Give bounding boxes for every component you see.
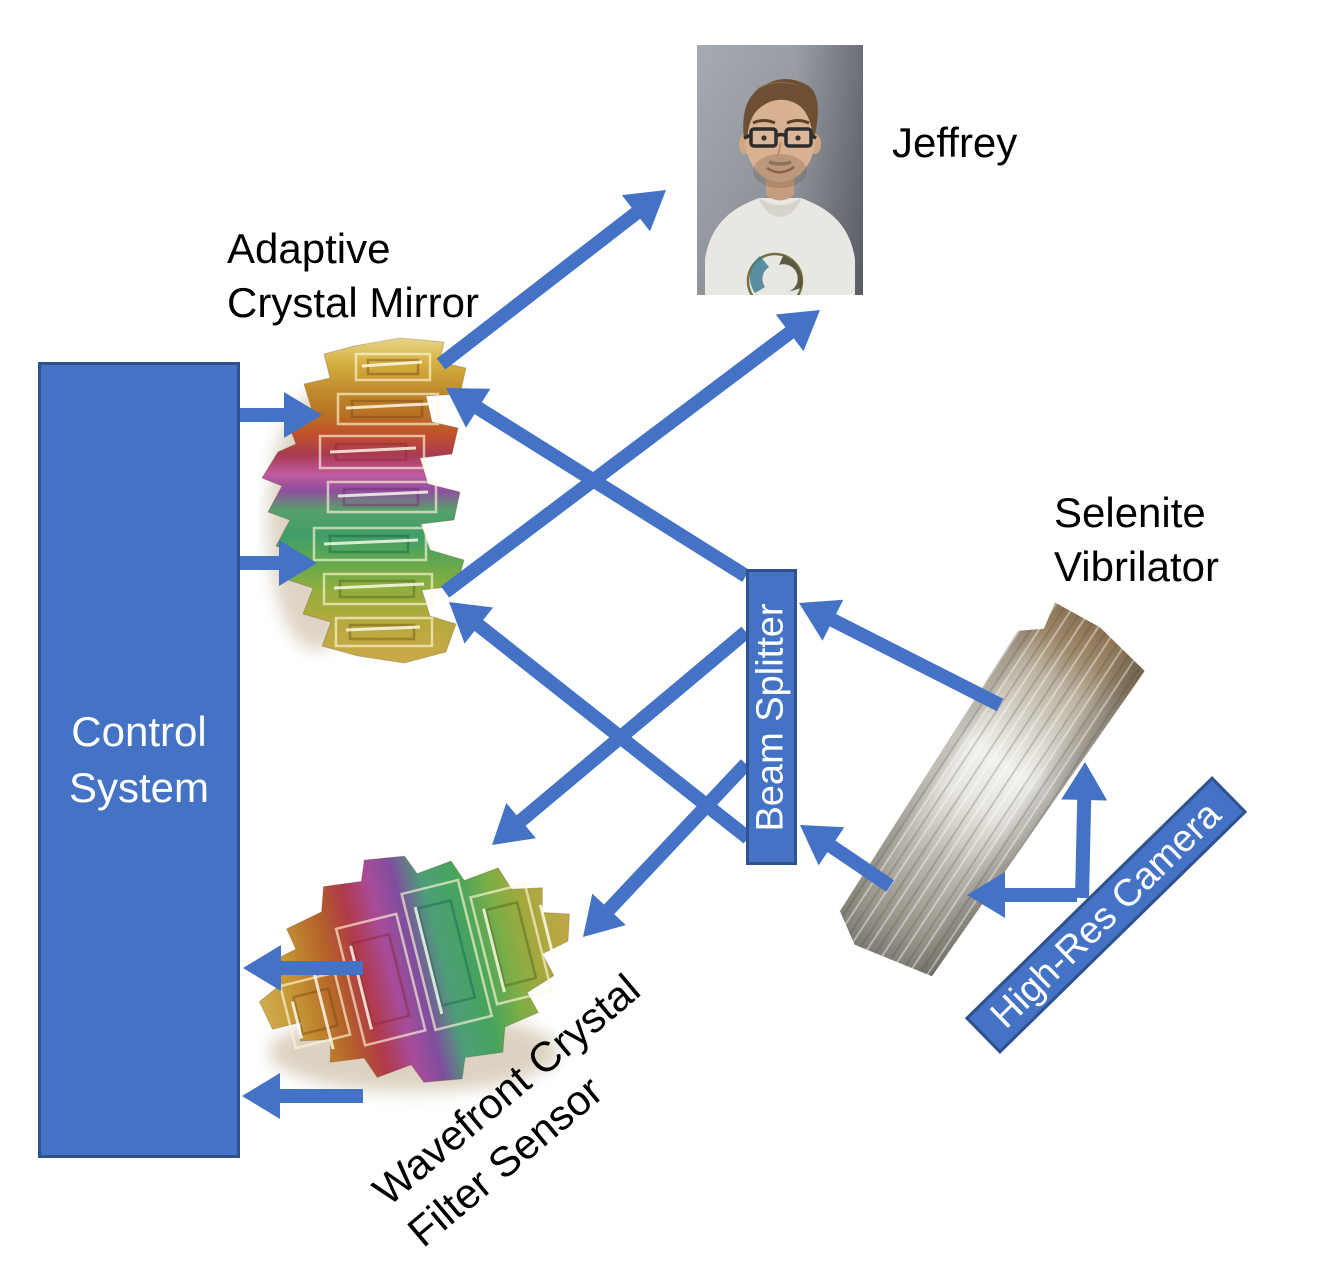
face <box>745 94 815 182</box>
arrow-selenite-to-beamsplitter-upper <box>799 599 1004 712</box>
eyebrow-right <box>786 119 810 125</box>
eye-left <box>761 135 767 141</box>
tshirt-graphic-dark <box>779 256 802 292</box>
arrow-mirror-to-jeffrey-right <box>440 310 820 598</box>
control-system-label: Control System <box>69 704 209 816</box>
bismuth-crystal-body <box>258 855 570 1083</box>
adaptive-label-line2: Crystal Mirror <box>227 279 479 326</box>
nose <box>775 141 786 161</box>
arrow-beamsplitter-to-mirror-upper <box>446 388 750 582</box>
control-system-label-line1: Control <box>71 708 207 755</box>
arrow-camera-to-selenite-up <box>1061 762 1108 899</box>
tshirt <box>705 198 855 295</box>
jeffrey-photo <box>697 45 863 295</box>
arrow-beamsplitter-to-sensor-left <box>492 626 751 845</box>
selenite-label-line2: Vibrilator <box>1054 543 1219 590</box>
beam-splitter-label: Beam Splitter <box>750 602 792 832</box>
adaptive-label-line1: Adaptive <box>227 225 391 272</box>
arrow-beamsplitter-to-sensor-right <box>583 759 752 937</box>
wavefront-crystal-image <box>258 855 570 1092</box>
mustache <box>768 160 792 166</box>
tshirt-graphic-teal <box>749 256 769 293</box>
arrow-beamsplitter-to-mirror-lower <box>449 602 753 844</box>
smile <box>766 165 795 174</box>
beam-splitter-box: Beam Splitter <box>746 569 797 865</box>
selenite-vibrilator-label: Selenite Vibrilator <box>1054 486 1219 594</box>
adaptive-crystal-mirror-image <box>261 337 467 664</box>
adaptive-crystal-mirror-label: Adaptive Crystal Mirror <box>227 222 479 330</box>
jeffrey-label: Jeffrey <box>892 119 1018 166</box>
eye-right <box>795 135 801 141</box>
control-system-label-line2: System <box>68 764 210 811</box>
control-system-box: Control System <box>38 362 240 1158</box>
tshirt-graphic <box>746 252 804 295</box>
crystal-highlights <box>323 360 429 632</box>
eyebrow-left <box>752 119 776 125</box>
tshirt-collar <box>759 198 801 217</box>
selenite-label-line1: Selenite <box>1054 489 1206 536</box>
hair <box>743 79 818 139</box>
